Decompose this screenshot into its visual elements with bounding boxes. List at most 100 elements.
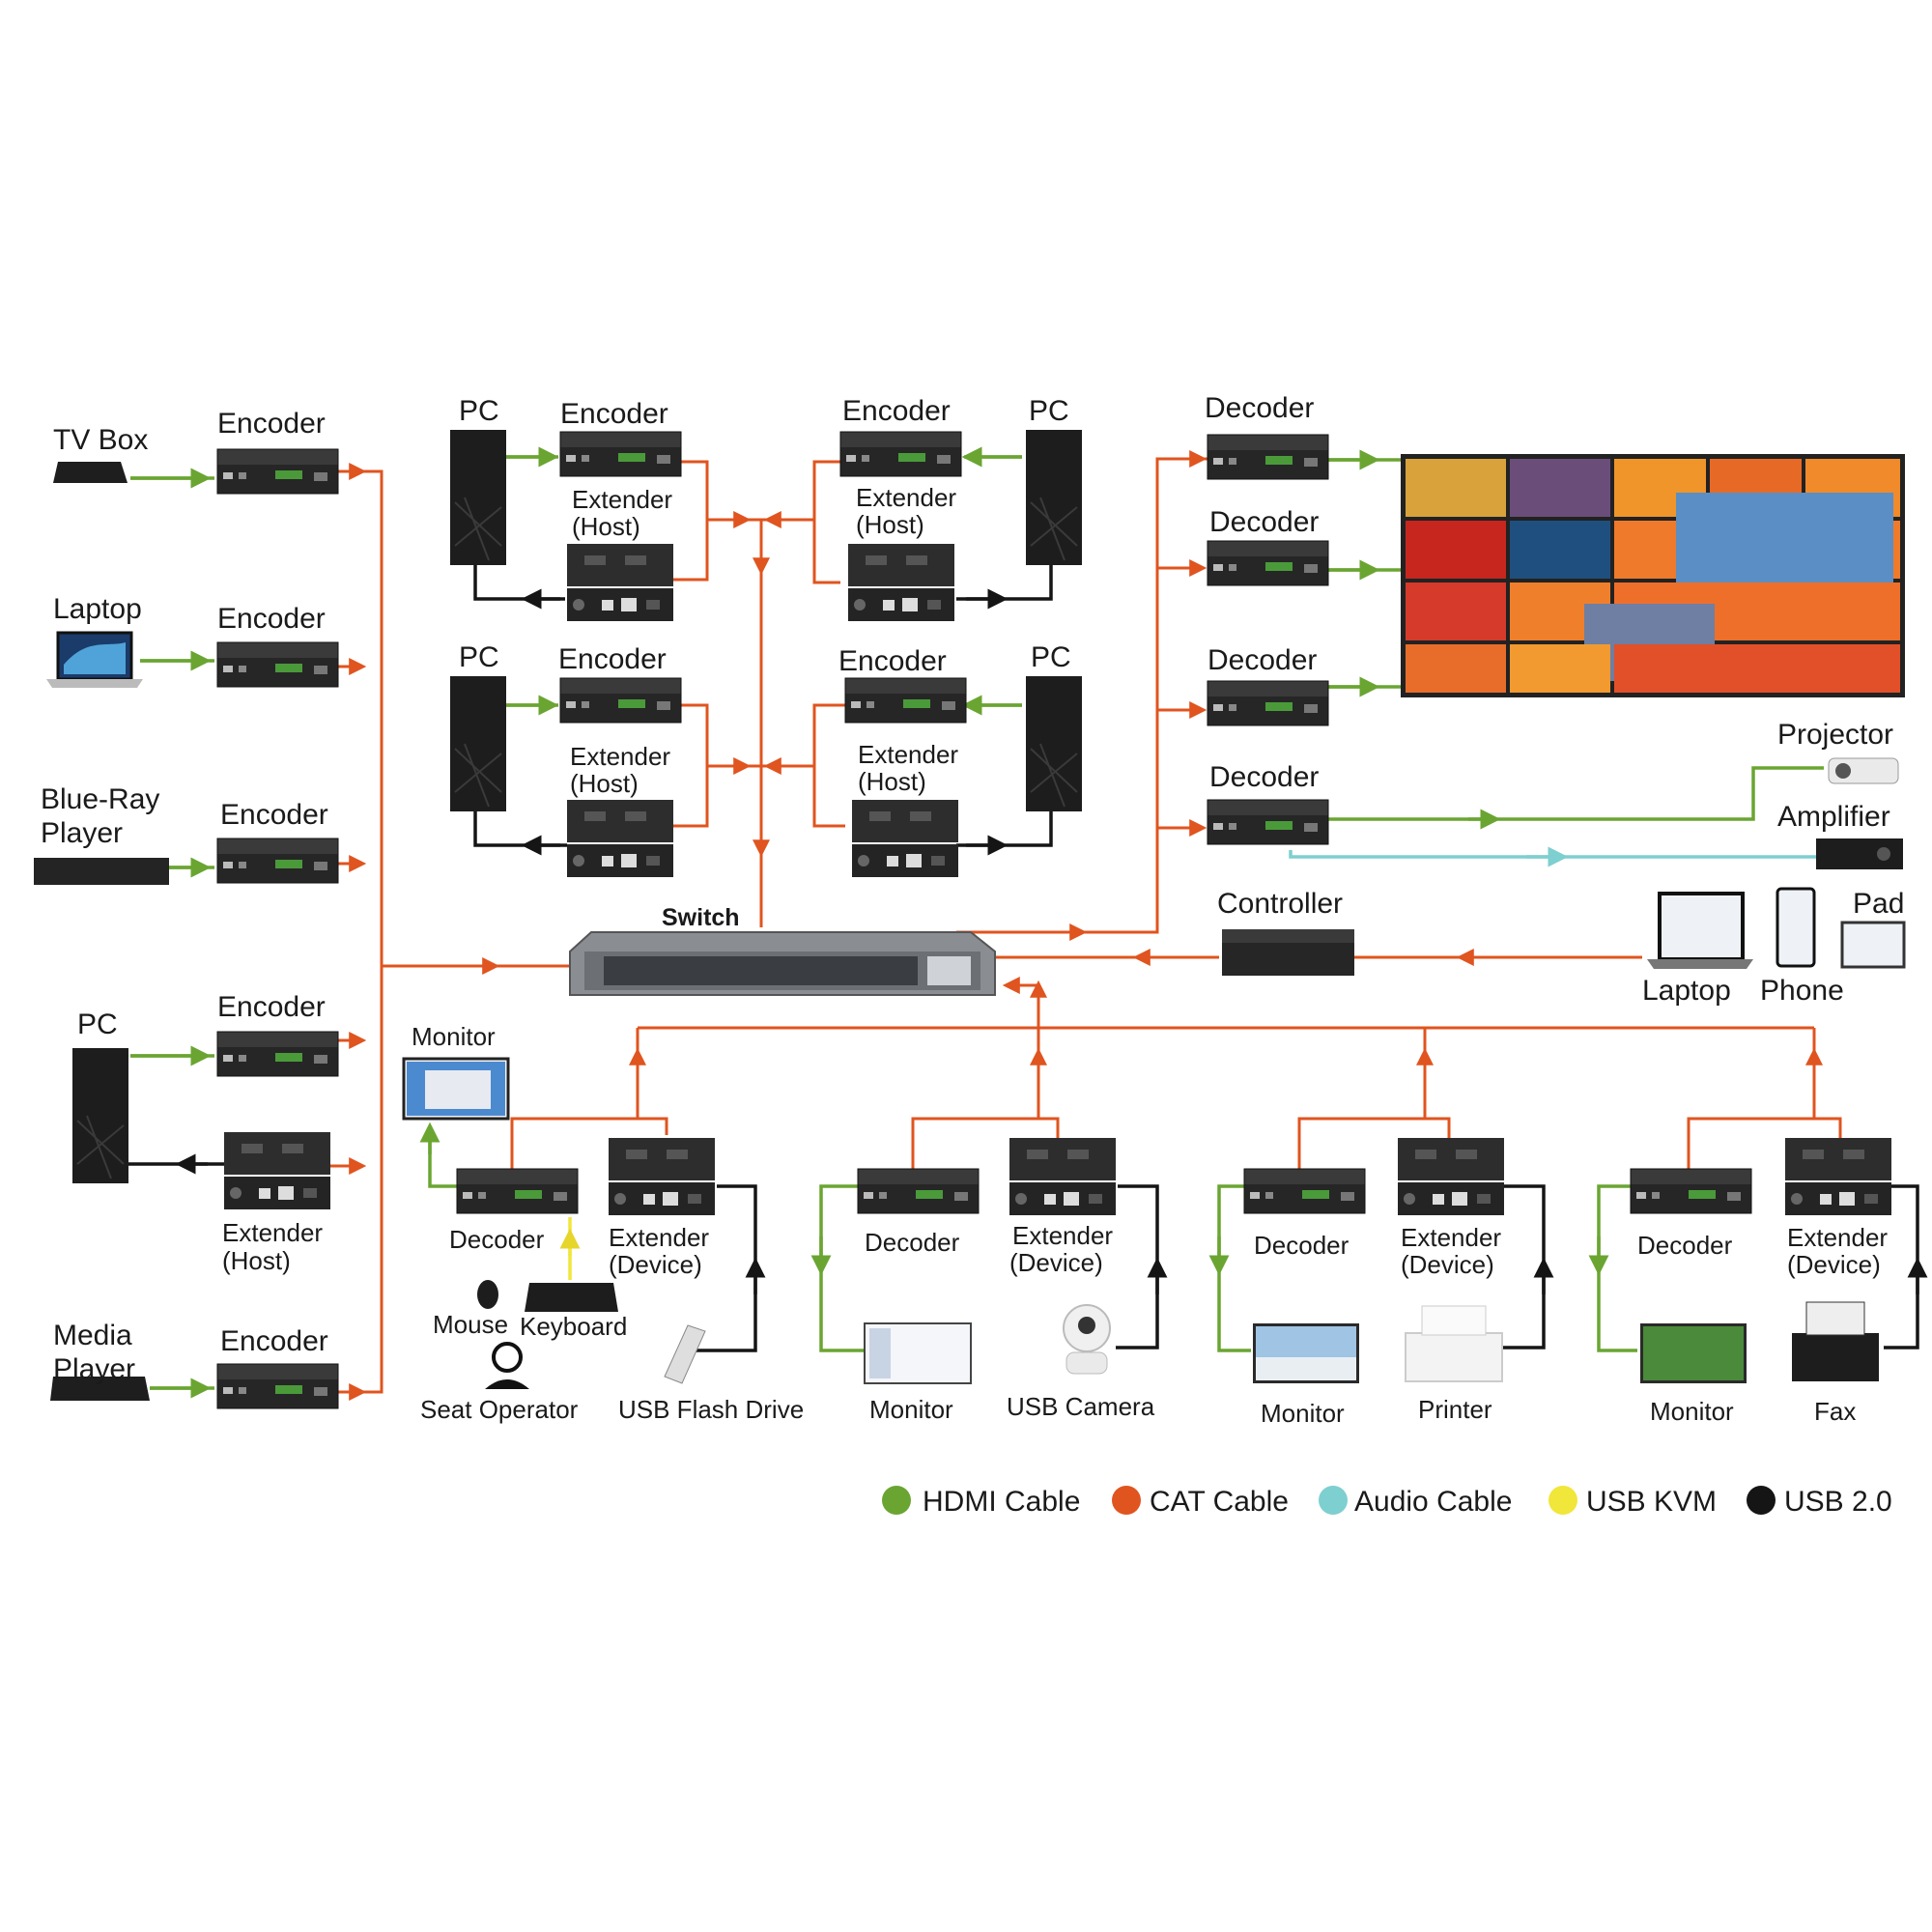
projector-label: Projector	[1777, 719, 1893, 751]
fax: Fax	[1792, 1301, 1879, 1426]
device-label: PC	[1029, 395, 1069, 427]
tv-box-label: TV Box	[53, 424, 148, 456]
encoder-pc-left: Encoder	[216, 991, 339, 1077]
extender-host-left: Extender (Host)	[222, 1132, 330, 1275]
device-label: USB KVM	[1586, 1486, 1717, 1518]
device-label: (Host)	[222, 1246, 291, 1275]
switch-label: Switch	[662, 904, 740, 931]
decoder-bottom-4: Decoder	[1630, 1168, 1752, 1260]
monitor-bottom-2-label: Monitor	[869, 1395, 953, 1424]
fax-label: Fax	[1814, 1397, 1856, 1426]
device-label: Extender	[609, 1223, 709, 1252]
device-label: Extender	[1012, 1221, 1113, 1250]
device-label: Encoder	[558, 643, 667, 675]
media-player: Media Player	[50, 1320, 150, 1401]
monitor-bottom-3: Monitor	[1253, 1323, 1359, 1428]
device-label: Decoder	[1209, 506, 1319, 538]
extender-device-bottom-1: Extender (Device)	[609, 1138, 715, 1279]
bluray-player: Blue-Ray Player	[34, 783, 169, 885]
device-label: Decoder	[1208, 644, 1317, 676]
monitor-top-left-label: Monitor	[412, 1022, 496, 1051]
keyboard-label: Keyboard	[520, 1312, 627, 1341]
monitor-bottom-4-label: Monitor	[1650, 1397, 1734, 1426]
device-label: Encoder	[217, 603, 326, 635]
device-label: Encoder	[560, 398, 668, 430]
device-label: (Device)	[1787, 1250, 1881, 1279]
seat-operator-label: Seat Operator	[420, 1395, 579, 1424]
device-label: Extender	[1401, 1223, 1501, 1252]
controller-label: Controller	[1217, 888, 1343, 920]
media-label-2: Player	[53, 1353, 135, 1385]
encoder-top-left-1: Encoder	[559, 398, 682, 477]
device-label: HDMI Cable	[923, 1486, 1080, 1518]
usb-cable-links	[128, 565, 1928, 1352]
device-label: (Host)	[856, 510, 924, 539]
audio-cable-link	[1289, 850, 1816, 859]
printer-label: Printer	[1418, 1395, 1492, 1424]
device-label: Decoder	[1637, 1231, 1733, 1260]
extender-host-top-left-1: Extender (Host)	[567, 485, 673, 621]
encoder-media: Encoder	[216, 1325, 339, 1409]
tv-box: TV Box	[53, 424, 148, 483]
decoder-bottom-2: Decoder	[857, 1168, 980, 1257]
usb-flash-label: USB Flash Drive	[618, 1395, 804, 1424]
extender-host-top-right-1: Extender (Host)	[848, 483, 956, 621]
cat-cable-network	[330, 450, 1842, 1401]
pad: Pad	[1840, 888, 1906, 969]
device-label: Encoder	[220, 1325, 328, 1357]
device-label: Decoder	[1254, 1231, 1350, 1260]
device-label: Encoder	[838, 645, 947, 677]
monitor-top-left: Monitor	[402, 1022, 510, 1121]
monitor-bottom-4: Monitor	[1640, 1323, 1747, 1426]
device-label: (Host)	[570, 769, 639, 798]
device-label: Decoder	[1209, 761, 1319, 793]
mouse: Mouse	[433, 1280, 508, 1339]
bluray-label-1: Blue-Ray	[41, 783, 159, 815]
pc-left: PC	[71, 1009, 129, 1184]
monitor-bottom-3-label: Monitor	[1261, 1399, 1345, 1428]
decoder-right-1: Decoder	[1205, 392, 1329, 480]
laptop-left-label: Laptop	[53, 593, 142, 625]
controller: Controller	[1217, 888, 1354, 976]
device-label: Encoder	[842, 395, 951, 427]
decoder-right-2: Decoder	[1207, 506, 1329, 586]
encoder-top-right-1: Encoder	[839, 395, 962, 477]
device-label: Encoder	[217, 408, 326, 440]
device-label: PC	[459, 395, 499, 427]
legend-item-cat: CAT Cable	[1112, 1486, 1289, 1518]
bluray-label-2: Player	[41, 817, 123, 849]
device-label: Encoder	[220, 799, 328, 831]
legend-item-hdmi: HDMI Cable	[882, 1486, 1080, 1518]
keyboard: Keyboard	[520, 1283, 627, 1341]
mouse-label: Mouse	[433, 1310, 508, 1339]
device-label: Audio Cable	[1354, 1486, 1512, 1518]
amplifier: Amplifier	[1777, 801, 1903, 869]
usb-camera: USB Camera	[1007, 1304, 1155, 1421]
pc-top-left-2: PC	[449, 641, 507, 812]
pad-label: Pad	[1853, 888, 1904, 920]
legend-item-usb-kvm: USB KVM	[1548, 1486, 1717, 1518]
device-label: Decoder	[865, 1228, 960, 1257]
device-label: (Device)	[1009, 1248, 1103, 1277]
decoder-right-3: Decoder	[1207, 644, 1329, 726]
video-wall	[1401, 454, 1905, 697]
device-label: CAT Cable	[1150, 1486, 1289, 1518]
decoder-bottom-1: Decoder	[449, 1168, 579, 1254]
extender-device-bottom-4: Extender (Device)	[1785, 1138, 1891, 1279]
decoder-bottom-3: Decoder	[1243, 1168, 1366, 1260]
device-label: Encoder	[217, 991, 326, 1023]
laptop-right: Laptop	[1642, 892, 1753, 1007]
device-label: USB 2.0	[1784, 1486, 1892, 1518]
device-label: (Device)	[1401, 1250, 1494, 1279]
usb-flash-drive: USB Flash Drive	[618, 1324, 804, 1424]
extender-host-top-right-2: Extender (Host)	[852, 740, 958, 877]
usb-camera-label: USB Camera	[1007, 1392, 1155, 1421]
device-label: PC	[459, 641, 499, 673]
network-switch: Switch	[569, 904, 996, 996]
device-label: Extender	[572, 485, 672, 514]
monitor-bottom-2: Monitor	[864, 1322, 972, 1424]
encoder-top-left-2: Encoder	[558, 643, 682, 724]
device-label: Decoder	[1205, 392, 1314, 424]
extender-device-bottom-3: Extender (Device)	[1398, 1138, 1504, 1279]
